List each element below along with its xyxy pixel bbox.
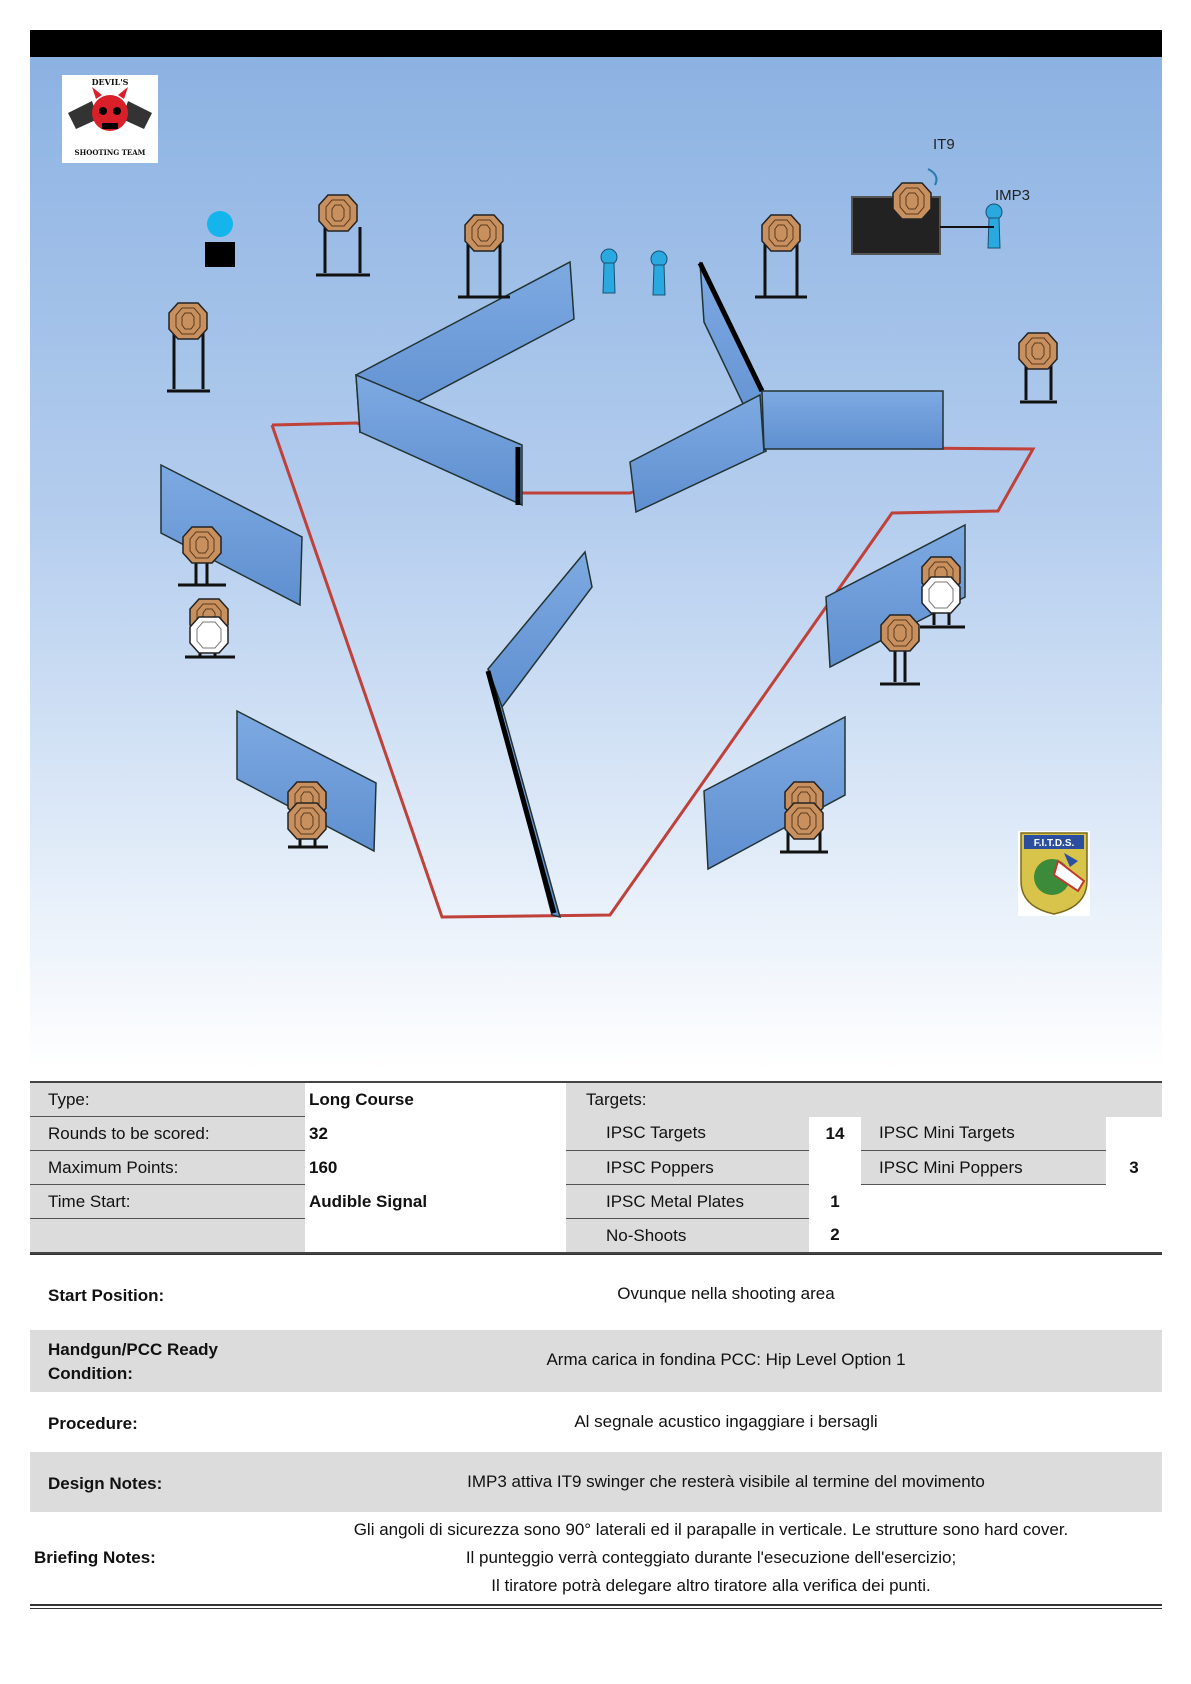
no-shoots-value: 2 xyxy=(809,1218,861,1254)
fitds-logo: F.I.T.D.S. xyxy=(1018,831,1090,916)
start-position-section: Start Position: Ovunque nella shooting a… xyxy=(30,1262,1162,1330)
target-on-stand xyxy=(1018,332,1058,404)
wall xyxy=(761,390,944,450)
wall xyxy=(160,463,303,607)
imp3-label: IMP3 xyxy=(995,187,1031,204)
devils-shooting-team-logo: DEVIL'S SHOOTING TEAM xyxy=(62,75,158,163)
ipsc-metal-value: 1 xyxy=(830,1191,840,1211)
start-position-label: Start Position: xyxy=(48,1286,165,1305)
mini-targets-label: IPSC Mini Targets xyxy=(861,1116,1106,1151)
design-notes-value: IMP3 attiva IT9 swinger che resterà visi… xyxy=(467,1472,985,1491)
target-on-stand xyxy=(178,526,226,587)
ipsc-targets-label: IPSC Targets xyxy=(566,1116,809,1151)
empty-cell xyxy=(30,1218,305,1254)
no-shoots-label: No-Shoots xyxy=(566,1218,809,1254)
procedure-section: Procedure: Al segnale acustico ingaggiar… xyxy=(30,1392,1162,1452)
svg-text:SHOOTING TEAM: SHOOTING TEAM xyxy=(75,148,146,157)
briefing-notes-line1: Gli angoli di sicurezza sono 90° lateral… xyxy=(353,1520,1069,1539)
double-target-stand xyxy=(287,781,328,849)
target-on-stand xyxy=(316,194,370,277)
briefing-notes-label: Briefing Notes: xyxy=(34,1548,156,1567)
double-target-stand xyxy=(780,781,828,854)
points-value: 160 xyxy=(309,1157,338,1177)
ready-condition-section: Handgun/PCC Ready Condition: Arma carica… xyxy=(30,1330,1162,1392)
ipsc-poppers-label: IPSC Poppers xyxy=(566,1150,809,1185)
wall xyxy=(703,715,846,871)
time-start-label: Time Start: xyxy=(30,1184,305,1219)
ready-condition-value: Arma carica in fondina PCC: Hip Level Op… xyxy=(546,1350,906,1369)
procedure-value: Al segnale acustico ingaggiare i bersagl… xyxy=(574,1412,878,1431)
stage-diagram: DEVIL'S SHOOTING TEAM F.I.T.D.S. IT9 IMP… xyxy=(30,57,1162,1070)
ready-condition-label-line1: Handgun/PCC Ready xyxy=(48,1340,219,1359)
header-bar xyxy=(30,30,1162,57)
ipsc-metal-label: IPSC Metal Plates xyxy=(566,1184,809,1219)
ipsc-poppers-value xyxy=(809,1151,861,1185)
type-value: Long Course xyxy=(305,1081,566,1117)
design-notes-section: Design Notes: IMP3 attiva IT9 swinger ch… xyxy=(30,1452,1162,1512)
it9-label: IT9 xyxy=(933,136,955,153)
swinger-target xyxy=(892,182,932,220)
start-position-marker xyxy=(207,211,233,237)
time-start-value: Audible Signal xyxy=(309,1191,428,1211)
popper xyxy=(650,250,668,296)
points-label: Maximum Points: xyxy=(30,1150,305,1185)
wall xyxy=(487,550,593,709)
ipsc-targets-value: 14 xyxy=(825,1123,845,1143)
target-on-stand xyxy=(755,214,807,299)
procedure-label: Procedure: xyxy=(48,1414,138,1433)
stage-drawing xyxy=(160,168,1058,919)
wall xyxy=(629,393,765,514)
target-on-stand xyxy=(880,614,920,686)
svg-text:F.I.T.D.S.: F.I.T.D.S. xyxy=(1034,838,1075,849)
target-on-stand xyxy=(167,302,210,393)
popper xyxy=(600,248,618,294)
briefing-notes-line2: Il punteggio verrà conteggiato durante l… xyxy=(465,1548,957,1567)
rounds-value: 32 xyxy=(309,1123,328,1143)
targets-label: Targets: xyxy=(566,1081,1162,1117)
svg-text:DEVIL'S: DEVIL'S xyxy=(92,77,129,87)
design-notes-label: Design Notes: xyxy=(48,1474,163,1493)
wall xyxy=(236,709,377,853)
ready-condition-label-line2: Condition: xyxy=(48,1364,133,1383)
type-label: Type: xyxy=(30,1081,305,1117)
mini-poppers-label: IPSC Mini Poppers xyxy=(861,1150,1106,1185)
mini-targets-value xyxy=(1106,1117,1162,1151)
wall xyxy=(355,373,523,507)
briefing-notes-section: Briefing Notes: Gli angoli di sicurezza … xyxy=(30,1512,1162,1602)
no-shoot-on-stand xyxy=(920,556,965,629)
start-position-value: Ovunque nella shooting area xyxy=(617,1284,835,1303)
target-on-stand xyxy=(458,214,510,299)
no-shoot-on-stand xyxy=(185,598,235,659)
start-box xyxy=(205,242,235,267)
mini-poppers-value: 3 xyxy=(1129,1157,1139,1177)
briefing-notes-line3: Il tiratore potrà delegare altro tirator… xyxy=(491,1576,931,1595)
stage-info-table: Type: Long Course Targets: Rounds to be … xyxy=(30,1081,1162,1254)
rounds-label: Rounds to be scored: xyxy=(30,1116,305,1151)
